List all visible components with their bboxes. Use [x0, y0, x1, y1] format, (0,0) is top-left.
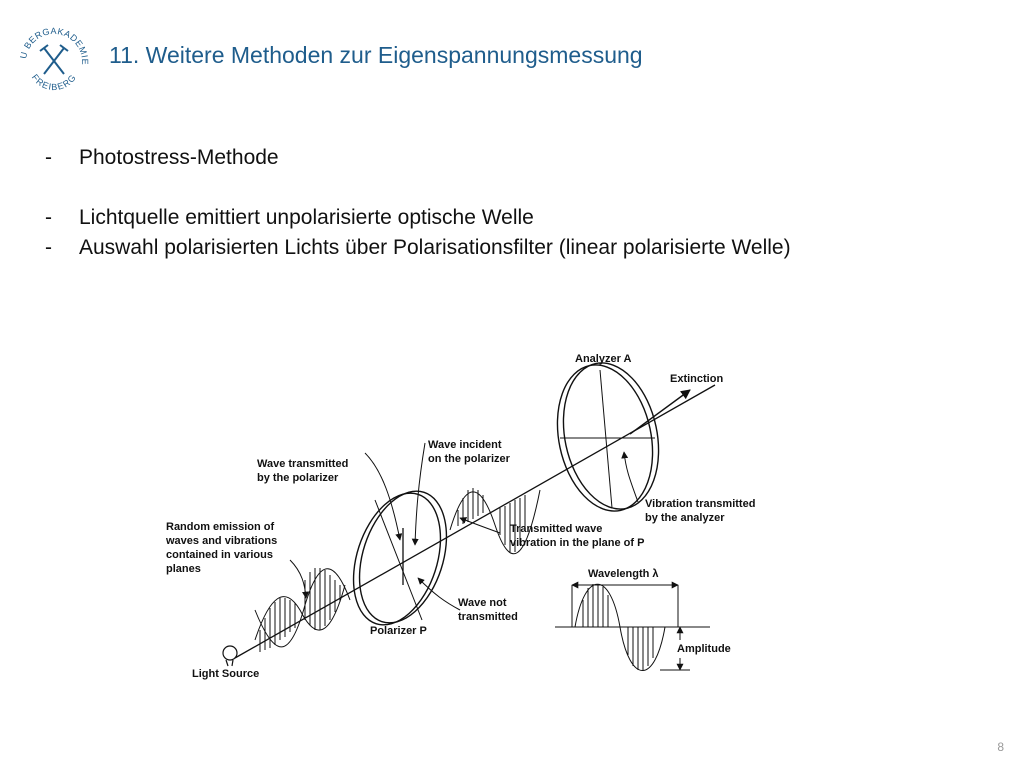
polarization-diagram: Analyzer A Extinction Wave incident on t…: [165, 353, 755, 680]
light-bulb-icon: [222, 645, 238, 667]
wave-transmitted-label: Wave transmitted: [257, 458, 348, 470]
university-seal-logo: TU BERGAKADEMIE FREIBERG: [14, 18, 90, 92]
wave-incident-label-2: on the polarizer: [428, 453, 511, 465]
wave-transmitted-label-2: by the polarizer: [257, 472, 339, 484]
polarizer-label: Polarizer P: [370, 625, 427, 637]
bullet-item: - Auswahl polarisierten Lichts über Pola…: [45, 233, 885, 262]
extinction-label: Extinction: [670, 373, 723, 385]
svg-text:FREIBERG: FREIBERG: [30, 72, 79, 92]
leader-lines: [289, 442, 639, 611]
bullet-item: - Photostress-Methode: [45, 143, 885, 172]
bullet-item: - Lichtquelle emittiert unpolarisierte o…: [45, 203, 885, 232]
polarizer-disc: [352, 490, 448, 626]
random-emission-label-3: contained in various: [166, 549, 273, 561]
wave-not-transmitted-label: Wave not: [458, 597, 507, 609]
random-emission-label: Random emission of: [166, 521, 275, 533]
vibration-transmitted-label: Vibration transmitted: [645, 498, 755, 510]
bullet-dash: -: [45, 146, 52, 169]
bullet-dash: -: [45, 236, 52, 259]
transmitted-wave-label: Transmitted wave: [510, 523, 602, 535]
extinction-arrow: [629, 389, 691, 435]
bullet-dash: -: [45, 206, 52, 229]
wavelength-amplitude-detail: [555, 581, 710, 671]
hammer-and-pick-icon: [39, 44, 69, 75]
slide-title: 11. Weitere Methoden zur Eigenspannungsm…: [109, 42, 643, 68]
bullet-text: Lichtquelle emittiert unpolarisierte opt…: [79, 206, 534, 229]
bullet-text: Photostress-Methode: [79, 146, 279, 169]
transmitted-wave: [449, 488, 541, 555]
random-emission-label-4: planes: [166, 563, 201, 575]
light-source-label: Light Source: [192, 668, 259, 680]
wavelength-label: Wavelength λ: [588, 568, 659, 580]
vibration-transmitted-label-2: by the analyzer: [645, 512, 725, 524]
analyzer-disc: [556, 362, 660, 512]
transmitted-wave-label-2: vibration in the plane of P: [510, 537, 644, 549]
bullet-text: Auswahl polarisierten Lichts über Polari…: [79, 236, 791, 259]
analyzer-label: Analyzer A: [575, 353, 632, 365]
logo-text-bottom: FREIBERG: [30, 72, 78, 92]
amplitude-label: Amplitude: [677, 643, 731, 655]
wave-incident-label: Wave incident: [428, 439, 502, 451]
wave-not-transmitted-label-2: transmitted: [458, 611, 518, 623]
page-number: 8: [997, 740, 1004, 754]
random-emission-label-2: waves and vibrations: [165, 535, 277, 547]
unpolarized-waves: [254, 568, 351, 652]
